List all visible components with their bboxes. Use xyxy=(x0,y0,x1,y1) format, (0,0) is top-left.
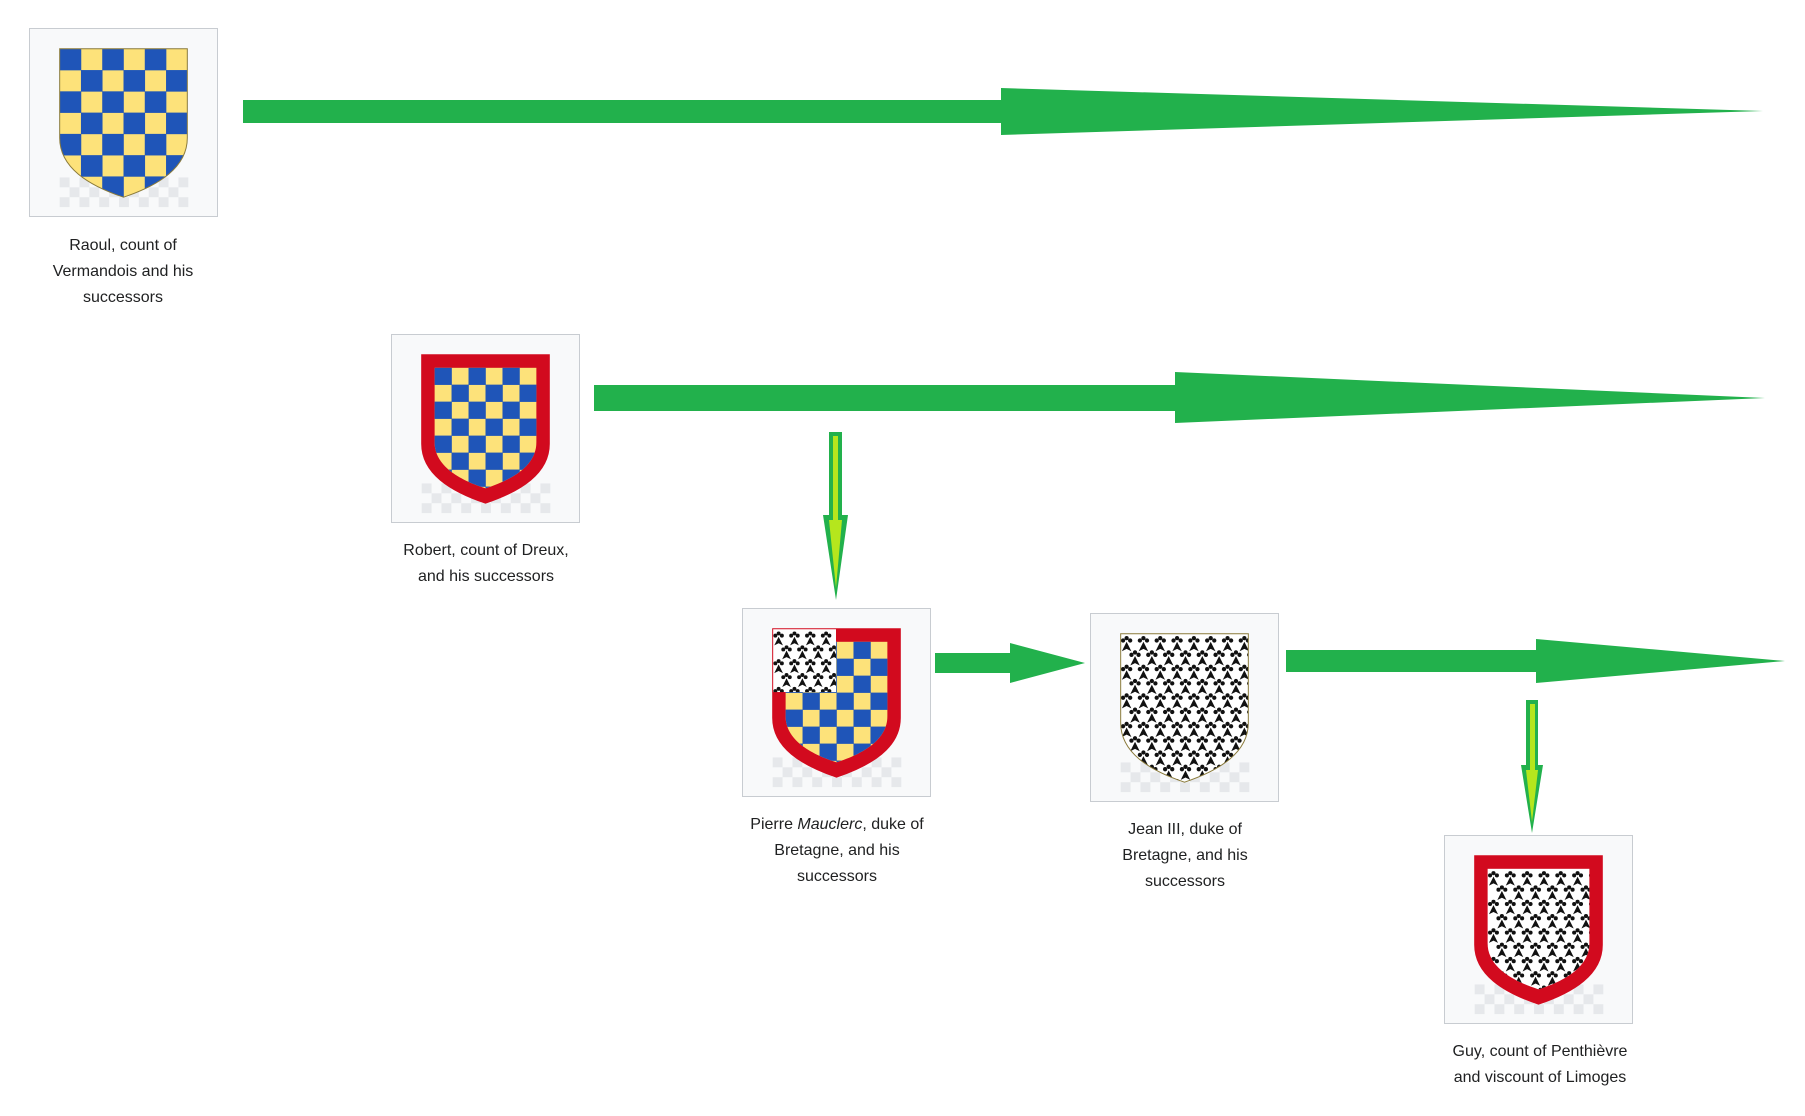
jean-iii-arms-frame[interactable] xyxy=(1090,613,1279,802)
robert-dreux-arms-frame[interactable] xyxy=(391,334,580,523)
raoul-vermandois-arms-frame[interactable] xyxy=(29,28,218,217)
arrow-right-icon xyxy=(594,372,1765,423)
arrow-right-icon xyxy=(1286,639,1785,683)
arrow-down-icon xyxy=(823,432,848,600)
guy-penthievre-caption: Guy, count of Penthièvre and viscount of… xyxy=(1452,1043,1628,1086)
arrow-down-icon xyxy=(1521,700,1543,833)
coat-of-arms-icon xyxy=(1474,855,1604,1015)
pierre-mauclerc-caption: Pierre Mauclerc, duke of Bretagne, and h… xyxy=(750,816,924,885)
guy-penthievre-arms-frame[interactable] xyxy=(1444,835,1633,1024)
coat-of-arms-icon xyxy=(1120,633,1250,793)
arrow-right-icon xyxy=(243,88,1763,135)
coat-of-arms-icon xyxy=(59,48,189,208)
jean-iii-caption: Jean III, duke of Bretagne, and his succ… xyxy=(1122,821,1248,890)
coat-of-arms-icon xyxy=(772,628,902,788)
robert-dreux-caption: Robert, count of Dreux, and his successo… xyxy=(403,542,569,585)
arrow-right-icon xyxy=(935,643,1085,683)
pierre-mauclerc-arms-frame[interactable] xyxy=(742,608,931,797)
coat-of-arms-icon xyxy=(421,354,551,514)
raoul-vermandois-caption: Raoul, count of Vermandois and his succe… xyxy=(52,237,194,306)
